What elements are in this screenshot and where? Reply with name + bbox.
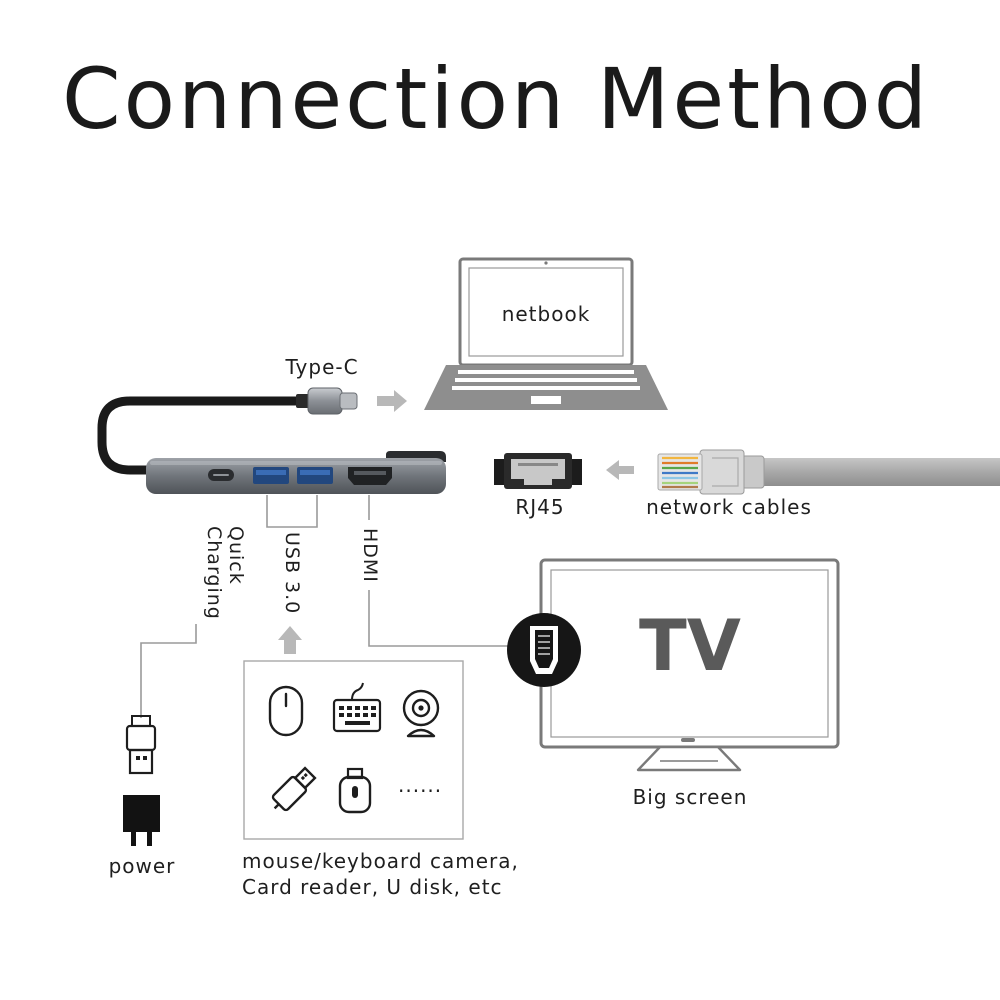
big-screen-label: Big screen [633,785,748,809]
usb-hub [146,451,446,494]
hub-usb-port-1 [253,467,289,484]
keyboard-icon [332,682,382,733]
mouse-icon [268,685,304,737]
webcam-icon [402,689,440,738]
page-title: Connection Method [62,50,930,148]
hub-hdmi-port [348,467,392,485]
usb-drive-icon [271,766,317,812]
usb-plug-icon [125,715,157,775]
rj45-label: RJ45 [515,495,564,519]
type-c-cable [97,396,305,475]
tv-label: TV [639,605,741,687]
hub-usb-port-2 [297,467,333,484]
rj45-port-icon [494,453,582,489]
quick-charging-line2: Charging [203,526,225,620]
usb-c-plug-icon [296,387,358,415]
power-adapter-icon [123,795,160,846]
type-c-label: Type-C [284,355,358,379]
usb-label-group: USB 3.0 [281,532,303,614]
hdmi-label: HDMI [359,528,381,583]
arrow-to-usb [278,626,302,654]
power-line [140,624,197,718]
more-devices-label: ...... [398,773,442,797]
quick-charging-label: Quick Charging [203,526,247,620]
card-reader-icon [338,767,372,814]
netbook-label: netbook [502,302,591,326]
laptop-icon [424,257,668,410]
usb-label: USB 3.0 [281,532,303,614]
quick-charging-line1: Quick [225,526,247,585]
usb-bracket-line [266,495,318,528]
peripherals-label-line2: Card reader, U disk, etc [242,875,503,899]
hdmi-label-group: HDMI [359,528,381,583]
arrow-to-laptop [377,390,407,412]
peripherals-label-line1: mouse/keyboard camera, [242,849,519,873]
ethernet-plug-icon [657,449,1000,495]
tv-icon [539,558,840,772]
hdmi-line-to-tv [368,590,510,647]
hdmi-port-icon [507,613,581,687]
power-label: power [109,854,176,878]
arrow-to-rj45 [606,460,634,480]
network-cables-label: network cables [646,495,812,519]
hub-usb-c-port [208,469,234,481]
